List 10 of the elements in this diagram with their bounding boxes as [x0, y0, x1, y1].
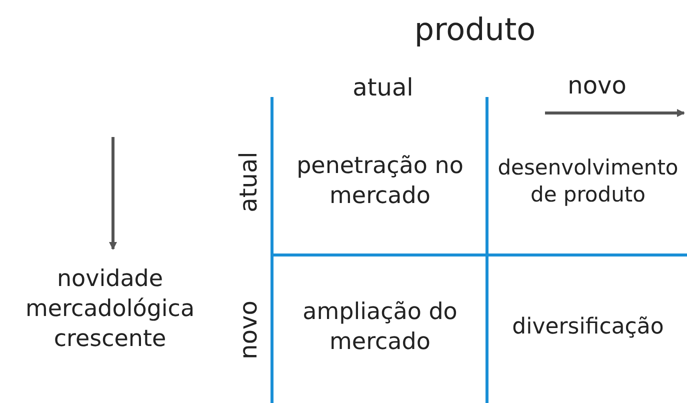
quadrant-text: penetração no mercado [296, 152, 464, 211]
row-header: atual [233, 152, 264, 212]
quadrant-text: diversificação [511, 314, 665, 342]
quadrant-text: desenvolvimento de produto [496, 154, 680, 209]
axis-title: produto [413, 10, 537, 50]
column-header: atual [352, 72, 414, 104]
column-header: novo [566, 70, 628, 102]
row-header: novo [233, 300, 264, 360]
axis-caption: novidade mercadológica crescente [24, 265, 196, 354]
quadrant-text: ampliação do mercado [302, 298, 458, 357]
